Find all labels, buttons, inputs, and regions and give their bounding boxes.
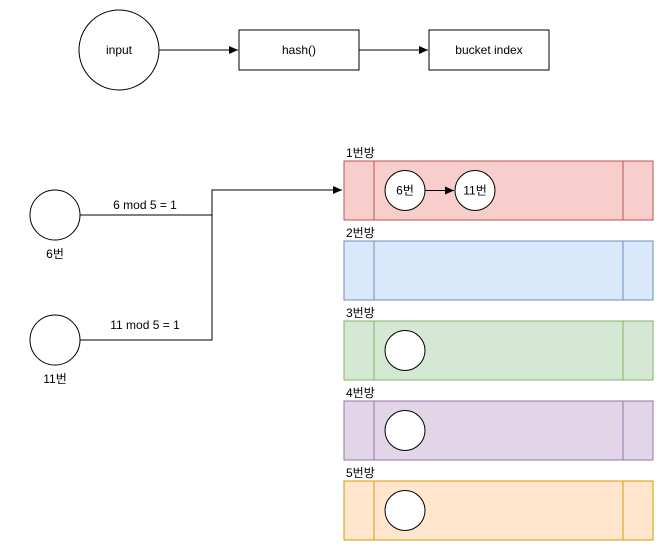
edge-key-11-label: 11 mod 5 = 1 xyxy=(110,318,180,332)
key-node-6: 6번 xyxy=(29,189,81,261)
edge-key-11 xyxy=(80,190,213,341)
bucket-label: 2번방 xyxy=(346,226,375,240)
edge-merge-to-bucket-1 xyxy=(211,186,342,215)
bucket-entry-node xyxy=(454,170,496,211)
bucket-label: 1번방 xyxy=(346,146,375,160)
bucket-2: 2번방 xyxy=(343,226,654,301)
flow-bucket-index-label: bucket index xyxy=(455,43,522,57)
bucket-1: 1번방 6번 11번 xyxy=(343,146,654,221)
bucket-entry-label: 6번 xyxy=(396,184,414,198)
edge-key-6-label: 6 mod 5 = 1 xyxy=(113,198,177,212)
bucket-list: 1번방 6번 11번 2번방 3번방 4번방 5번방 xyxy=(343,146,654,541)
bucket-body xyxy=(343,240,654,301)
flow-input-node: input xyxy=(78,9,160,91)
bucket-3: 3번방 xyxy=(343,306,654,381)
key-node-11: 11번 xyxy=(29,314,81,386)
bucket-label: 5번방 xyxy=(346,466,375,480)
flow-hash-label: hash() xyxy=(282,43,316,57)
key-node-6-label: 6번 xyxy=(46,247,64,261)
flow-input-label: input xyxy=(106,43,133,57)
bucket-entry-label: 11번 xyxy=(463,184,487,198)
key-node-11-label: 11번 xyxy=(43,372,67,386)
bucket-label: 3번방 xyxy=(346,306,375,320)
bucket-entry-node xyxy=(384,490,426,531)
bucket-5: 5번방 xyxy=(343,466,654,541)
flow-bucket-index-node: bucket index xyxy=(428,29,550,71)
bucket-entry-node xyxy=(384,330,426,371)
bucket-entry-node xyxy=(384,410,426,451)
bucket-label: 4번방 xyxy=(346,386,375,400)
flow-hash-node: hash() xyxy=(238,29,360,71)
bucket-4: 4번방 xyxy=(343,386,654,461)
bucket-body xyxy=(343,480,654,541)
